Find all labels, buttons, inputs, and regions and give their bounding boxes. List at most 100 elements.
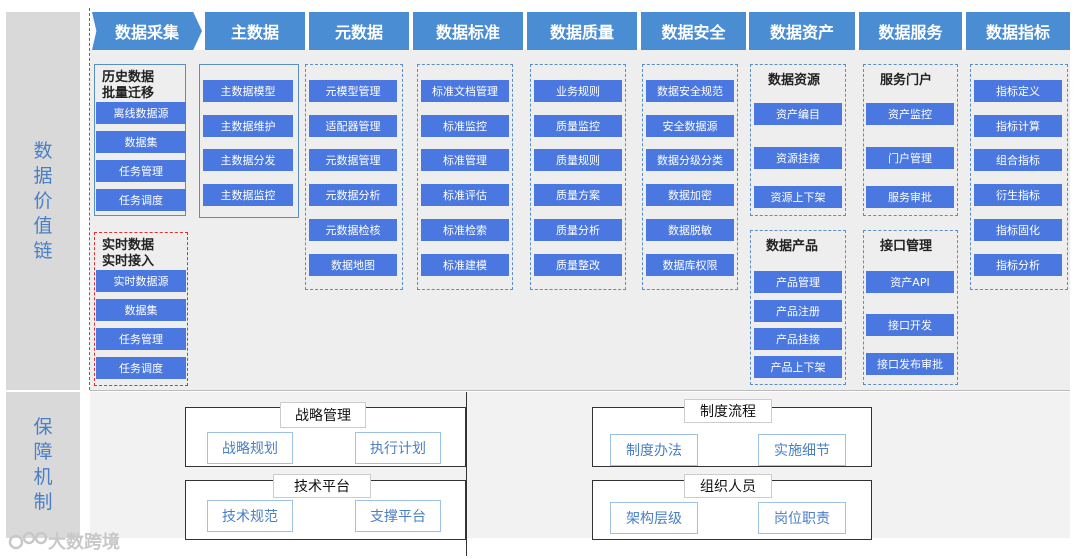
collect-task-mgmt[interactable]: 任务管理 <box>96 160 186 182</box>
api-publish-approve[interactable]: 接口发布审批 <box>866 353 954 375</box>
watermark-logo-icon <box>8 531 48 550</box>
asset-product-title: 数据产品 <box>766 239 819 254</box>
header-label: 数据服务 <box>878 23 943 42</box>
std-evaluate[interactable]: 标准评估 <box>421 184 509 206</box>
header-data-quality[interactable]: 数据质量 <box>527 12 637 50</box>
service-portal-title: 服务门户 <box>880 73 933 88</box>
meta-data-check[interactable]: 元数据检核 <box>309 219 397 241</box>
value-chain-text: 数据价值链 <box>33 139 53 262</box>
header-label: 数据质量 <box>549 23 614 42</box>
master-maintain[interactable]: 主数据维护 <box>203 115 293 137</box>
sec-encrypt[interactable]: 数据加密 <box>646 184 734 206</box>
api-develop[interactable]: 接口开发 <box>866 314 954 336</box>
header-metadata[interactable]: 元数据 <box>309 12 409 50</box>
org-structure[interactable]: 架构层级 <box>610 502 698 534</box>
quality-analysis[interactable]: 质量分析 <box>534 219 622 241</box>
realtime-title: 实时数据 实时接入 <box>102 238 155 269</box>
meta-data-analysis[interactable]: 元数据分析 <box>309 184 397 206</box>
collect-rt-task-mgmt[interactable]: 任务管理 <box>96 328 186 350</box>
meta-data-map[interactable]: 数据地图 <box>309 254 397 276</box>
collect-offline-source[interactable]: 离线数据源 <box>96 102 186 124</box>
ind-combo[interactable]: 组合指标 <box>974 149 1062 171</box>
header-data-asset[interactable]: 数据资产 <box>749 12 855 50</box>
product-mount[interactable]: 产品挂接 <box>754 328 842 350</box>
product-register[interactable]: 产品注册 <box>754 300 842 322</box>
std-doc-mgmt[interactable]: 标准文档管理 <box>421 80 509 102</box>
master-monitor[interactable]: 主数据监控 <box>203 184 293 206</box>
portal-asset-monitor[interactable]: 资产监控 <box>866 103 954 125</box>
asset-product-box <box>750 230 846 385</box>
std-search[interactable]: 标准检索 <box>421 219 509 241</box>
ind-derived[interactable]: 衍生指标 <box>974 184 1062 206</box>
collect-realtime-source[interactable]: 实时数据源 <box>96 270 186 292</box>
header-label: 数据指标 <box>985 23 1050 42</box>
collect-task-schedule[interactable]: 任务调度 <box>96 189 186 211</box>
asset-resource-title: 数据资源 <box>768 73 821 88</box>
metadata-box <box>305 64 403 290</box>
header-label: 数据资产 <box>769 23 834 42</box>
ind-analysis[interactable]: 指标分析 <box>974 254 1062 276</box>
std-mgmt[interactable]: 标准管理 <box>421 149 509 171</box>
api-asset-api[interactable]: 资产API <box>866 271 954 293</box>
guarantee-divider <box>466 392 467 556</box>
asset-shelf[interactable]: 资源上下架 <box>754 186 842 208</box>
tech-platform[interactable]: 支撑平台 <box>355 500 441 532</box>
process-detail[interactable]: 实施细节 <box>758 434 846 466</box>
sec-spec[interactable]: 数据安全规范 <box>646 80 734 102</box>
service-portal-box <box>863 64 958 216</box>
master-model[interactable]: 主数据模型 <box>203 80 293 102</box>
sec-mask[interactable]: 数据脱敏 <box>646 219 734 241</box>
product-shelf[interactable]: 产品上下架 <box>754 356 842 378</box>
collect-rt-task-schedule[interactable]: 任务调度 <box>96 357 186 379</box>
header-data-security[interactable]: 数据安全 <box>641 12 746 50</box>
product-mgmt[interactable]: 产品管理 <box>754 271 842 293</box>
quality-rule[interactable]: 质量规则 <box>534 149 622 171</box>
strategy-execute[interactable]: 执行计划 <box>355 432 441 464</box>
ind-define[interactable]: 指标定义 <box>974 80 1062 102</box>
strategy-title: 战略管理 <box>280 402 366 428</box>
meta-adapter-mgmt[interactable]: 适配器管理 <box>309 115 397 137</box>
portal-approve[interactable]: 服务审批 <box>866 186 954 208</box>
asset-resource-box <box>750 64 846 216</box>
asset-catalog[interactable]: 资产编目 <box>754 103 842 125</box>
std-modeling[interactable]: 标准建模 <box>421 254 509 276</box>
quality-box <box>530 64 626 290</box>
collect-rt-dataset[interactable]: 数据集 <box>96 299 186 321</box>
tech-spec[interactable]: 技术规范 <box>207 500 293 532</box>
org-title: 组织人员 <box>684 474 772 498</box>
header-label: 数据安全 <box>661 23 726 42</box>
service-api-title: 接口管理 <box>880 239 933 254</box>
sec-safe-source[interactable]: 安全数据源 <box>646 115 734 137</box>
header-data-standard[interactable]: 数据标准 <box>413 12 523 50</box>
header-label: 数据采集 <box>114 23 179 42</box>
sec-db-permission[interactable]: 数据库权限 <box>646 254 734 276</box>
portal-mgmt[interactable]: 门户管理 <box>866 147 954 169</box>
strategy-plan[interactable]: 战略规划 <box>207 432 293 464</box>
quality-business-rule[interactable]: 业务规则 <box>534 80 622 102</box>
header-data-indicator[interactable]: 数据指标 <box>966 12 1070 50</box>
collect-dataset[interactable]: 数据集 <box>96 131 186 153</box>
realtime-data-box <box>94 232 188 386</box>
indicator-box <box>970 64 1068 290</box>
quality-monitor[interactable]: 质量监控 <box>534 115 622 137</box>
standard-box <box>417 64 513 290</box>
meta-data-mgmt[interactable]: 元数据管理 <box>309 149 397 171</box>
guarantee-text: 保障机制 <box>33 416 53 513</box>
ind-solidify[interactable]: 指标固化 <box>974 219 1062 241</box>
master-distribute[interactable]: 主数据分发 <box>203 149 293 171</box>
ind-calc[interactable]: 指标计算 <box>974 115 1062 137</box>
meta-model-mgmt[interactable]: 元模型管理 <box>309 80 397 102</box>
sec-classification[interactable]: 数据分级分类 <box>646 149 734 171</box>
master-data-box <box>199 64 299 218</box>
std-monitor[interactable]: 标准监控 <box>421 115 509 137</box>
header-data-collection[interactable]: 数据采集 <box>92 12 202 50</box>
header-label: 数据标准 <box>435 23 500 42</box>
process-policy[interactable]: 制度办法 <box>610 434 698 466</box>
guarantee-label: 保障机制 <box>6 392 80 538</box>
header-data-service[interactable]: 数据服务 <box>859 12 962 50</box>
header-master-data[interactable]: 主数据 <box>205 12 305 50</box>
quality-plan[interactable]: 质量方案 <box>534 184 622 206</box>
asset-mount[interactable]: 资源挂接 <box>754 147 842 169</box>
org-duty[interactable]: 岗位职责 <box>758 502 846 534</box>
quality-rectify[interactable]: 质量整改 <box>534 254 622 276</box>
